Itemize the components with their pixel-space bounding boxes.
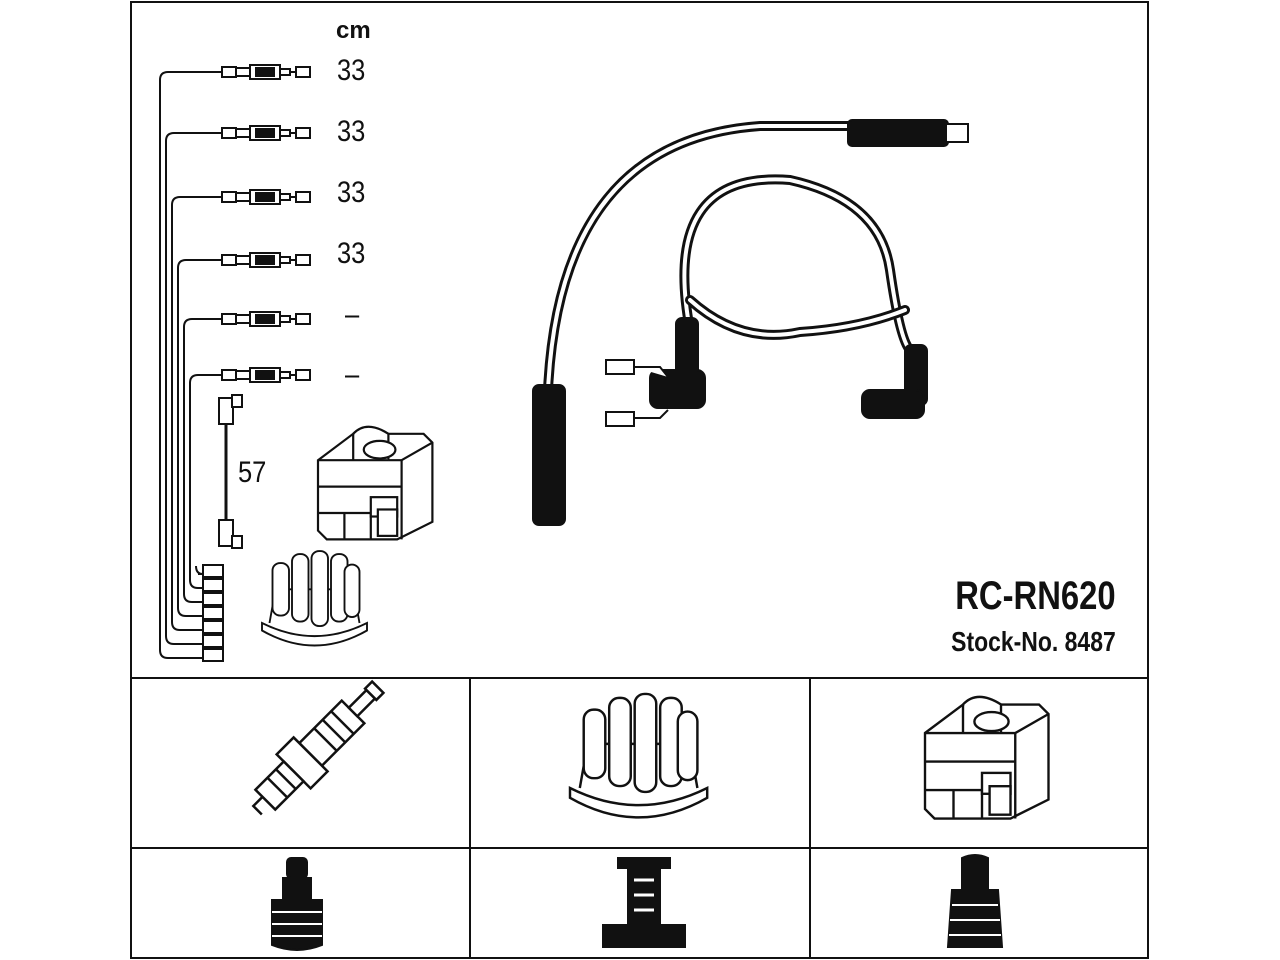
lead-length-6: – bbox=[345, 358, 360, 391]
cap-end-connector bbox=[202, 564, 224, 578]
distributor-cap-icon bbox=[261, 550, 368, 647]
cap-end-connector bbox=[202, 592, 224, 606]
lead-length-1: 33 bbox=[337, 54, 366, 87]
lead-length-5: – bbox=[345, 298, 360, 331]
coil-lead-length: 57 bbox=[238, 456, 267, 489]
part-number-title: RC-RN620 bbox=[955, 574, 1116, 618]
lead-connector bbox=[221, 189, 311, 205]
cap-end-connector bbox=[202, 578, 224, 592]
lead-connector bbox=[221, 252, 311, 268]
lead-connector bbox=[221, 311, 311, 327]
ignition-cables-illustration bbox=[543, 121, 915, 395]
cap-end-connector bbox=[202, 648, 224, 662]
cap-boot-icon bbox=[605, 359, 669, 427]
plug-boot-icon bbox=[532, 119, 969, 526]
lead-connector bbox=[221, 125, 311, 141]
cap-end-connectors bbox=[202, 564, 224, 662]
ignition-coil-icon bbox=[923, 695, 1050, 820]
cap-end-connector bbox=[202, 634, 224, 648]
lead-connector bbox=[221, 64, 311, 80]
coil-lead bbox=[218, 394, 243, 549]
spark-plug-icon bbox=[251, 679, 386, 816]
lead-connector bbox=[221, 367, 311, 383]
cap-boot-icon bbox=[602, 857, 686, 948]
lead-connectors bbox=[221, 64, 311, 383]
frame-grid bbox=[130, 1, 1149, 959]
stock-number: Stock-No. 8487 bbox=[951, 626, 1116, 657]
lead-length-3: 33 bbox=[337, 176, 366, 209]
coil-boot-icon bbox=[946, 854, 1004, 948]
cap-end-connector bbox=[202, 620, 224, 634]
cap-end-connector bbox=[202, 606, 224, 620]
plug-boot-icon bbox=[271, 857, 323, 951]
wire-bundle bbox=[159, 71, 222, 659]
lead-length-4: 33 bbox=[337, 237, 366, 270]
lead-length-2: 33 bbox=[337, 115, 366, 148]
distributor-cap-icon bbox=[568, 692, 709, 819]
ignition-coil-icon bbox=[316, 425, 434, 541]
unit-label: cm bbox=[336, 17, 371, 44]
